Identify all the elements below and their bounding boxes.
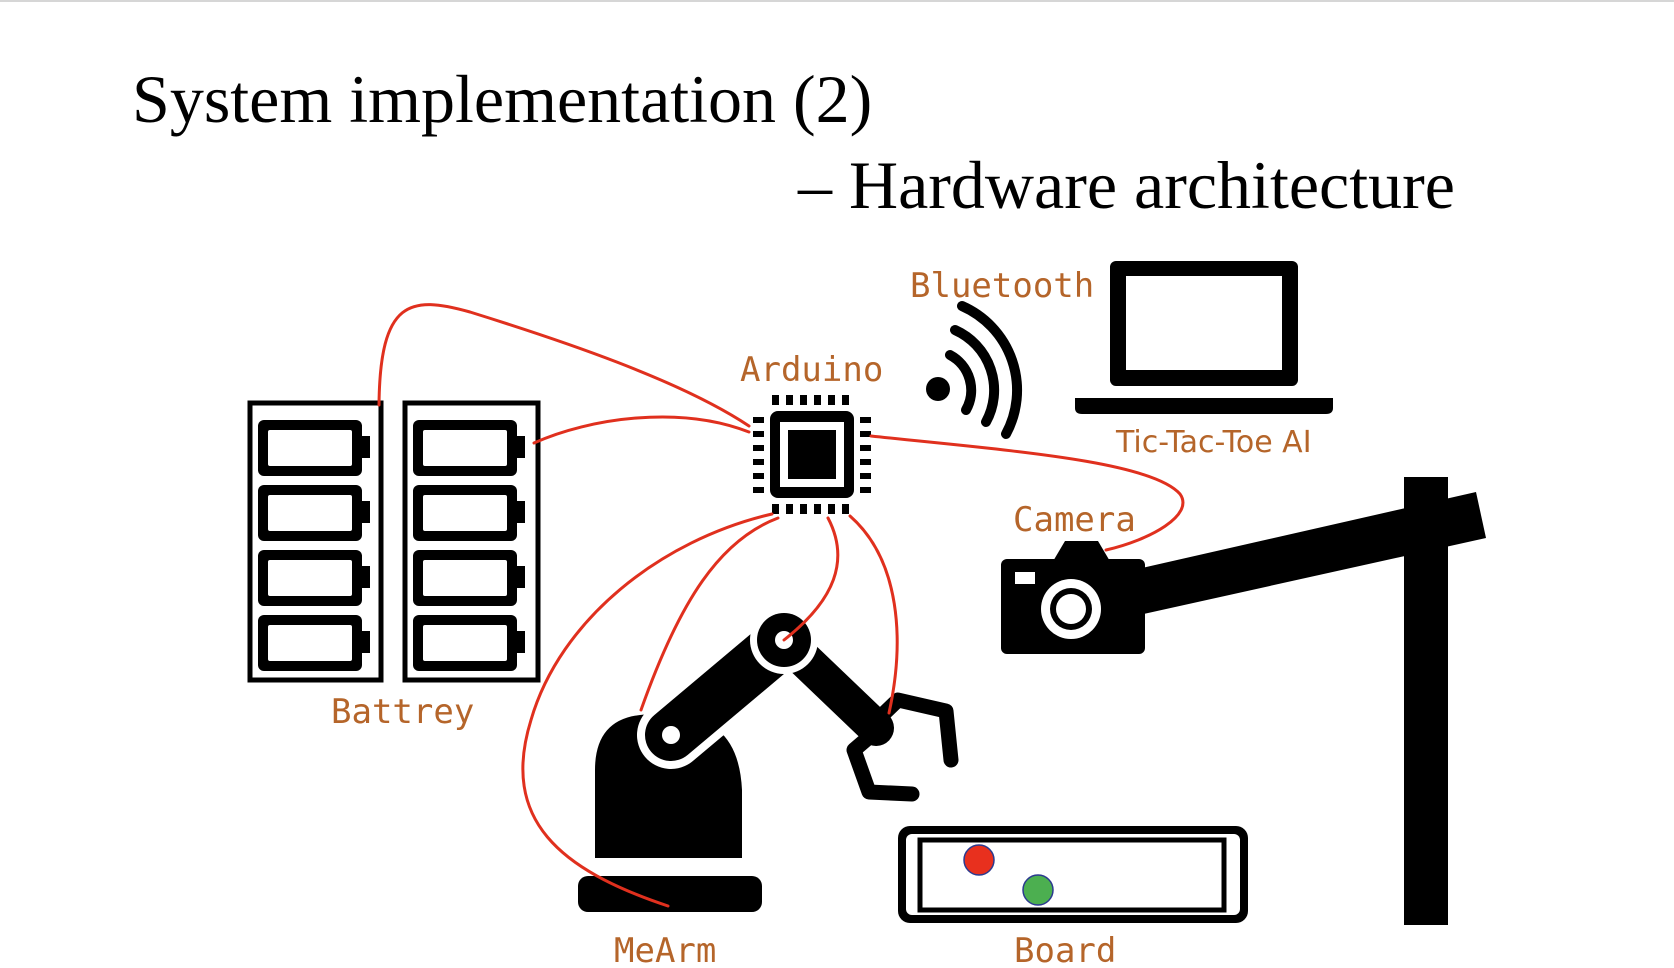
wire-battery-left <box>377 303 751 428</box>
camera-stand-icon <box>1120 477 1486 925</box>
slide-title-line2: – Hardware architecture <box>797 147 1455 223</box>
slide-title-line1: System implementation (2) <box>132 61 872 137</box>
bluetooth-label: Bluetooth <box>910 266 1094 306</box>
red-token <box>963 844 995 876</box>
tic-tac-toe-ai-label: Tic-Tac-Toe AI <box>1115 425 1312 460</box>
robot-arm-icon <box>578 606 959 912</box>
battery-pack-icon <box>247 400 541 683</box>
wire-arm-shoulder <box>639 516 780 712</box>
green-token <box>1022 874 1054 906</box>
arduino-label: Arduino <box>740 350 883 390</box>
wire-battery-right <box>532 415 751 445</box>
mearm-label: MeArm <box>614 931 716 968</box>
wires <box>377 303 1185 908</box>
wire-arm-base <box>521 512 774 908</box>
game-board-icon <box>898 826 1248 923</box>
board-label: Board <box>1014 931 1116 968</box>
camera-icon <box>1001 541 1145 654</box>
top-rule <box>0 0 1674 2</box>
battery-label: Battrey <box>331 692 474 732</box>
laptop-icon <box>1075 261 1333 414</box>
wire-arm-gripper <box>848 514 899 715</box>
wire-camera <box>869 434 1185 552</box>
wire-arm-elbow <box>782 516 840 642</box>
camera-label: Camera <box>1013 500 1136 540</box>
wifi-signal-icon <box>926 301 1023 439</box>
microchip-icon <box>753 395 871 514</box>
